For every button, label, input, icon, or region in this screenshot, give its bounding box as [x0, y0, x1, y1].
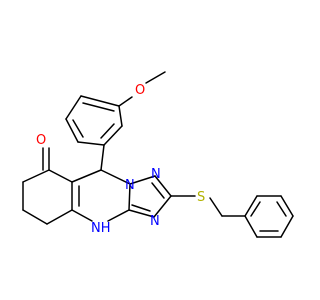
bond-c8a-c8	[48, 169, 73, 183]
bond-ph-1	[244, 195, 258, 217]
bond-ph-4	[280, 215, 294, 238]
bond-ar-5-inner	[100, 123, 115, 139]
atom-n1: N	[125, 178, 135, 193]
bond-n1-n2	[129, 175, 156, 185]
bond-n3-c3a	[128, 209, 155, 218]
bond-methoxy-o-ring	[118, 96, 133, 107]
bond-c5-c4a	[46, 209, 73, 225]
bond-ar-1	[80, 95, 120, 107]
atom-sulfur: S	[197, 190, 205, 205]
bond-n3-c3a-double	[131, 204, 151, 212]
bond-aryl-c9	[100, 144, 105, 171]
bond-n1-c3a	[128, 183, 131, 211]
bond-ar-6	[118, 105, 123, 127]
bond-c6-c5	[22, 209, 48, 225]
atom-n3: N	[150, 214, 160, 229]
bond-ar-1-inner	[82, 102, 115, 112]
bond-ph-6	[244, 215, 258, 238]
bond-nh-c4a	[71, 209, 93, 222]
bond-ph-3-inner	[276, 201, 287, 217]
bond-c8-c7	[22, 169, 50, 183]
atom-n2: N	[151, 167, 161, 182]
bond-c3a-nh	[107, 209, 130, 222]
molecule-structure: O O N N N NH S	[22, 71, 294, 238]
bond-n2-c2-double	[151, 182, 165, 199]
bond-ar-2	[65, 95, 82, 120]
bond-c9-n1	[100, 169, 131, 185]
bond-ar-3	[65, 118, 79, 143]
bond-ph-1-inner	[250, 201, 261, 217]
bond-c2-n3	[153, 195, 172, 218]
bond-n2-c2	[154, 175, 172, 197]
atom-methoxy-o: O	[135, 83, 145, 98]
bond-ar-3-inner	[72, 119, 84, 138]
bond-s-ch2	[209, 197, 223, 217]
bond-ar-5	[103, 125, 123, 146]
bond-c8a-c9	[71, 169, 102, 183]
bond-ar-4	[77, 141, 105, 146]
bond-methyl-o	[145, 71, 166, 84]
atom-amine: NH	[91, 221, 111, 236]
molecule-canvas: O O N N N NH S	[22, 71, 294, 238]
bond-ph-3	[280, 195, 294, 217]
atom-ketone-o: O	[36, 133, 46, 148]
